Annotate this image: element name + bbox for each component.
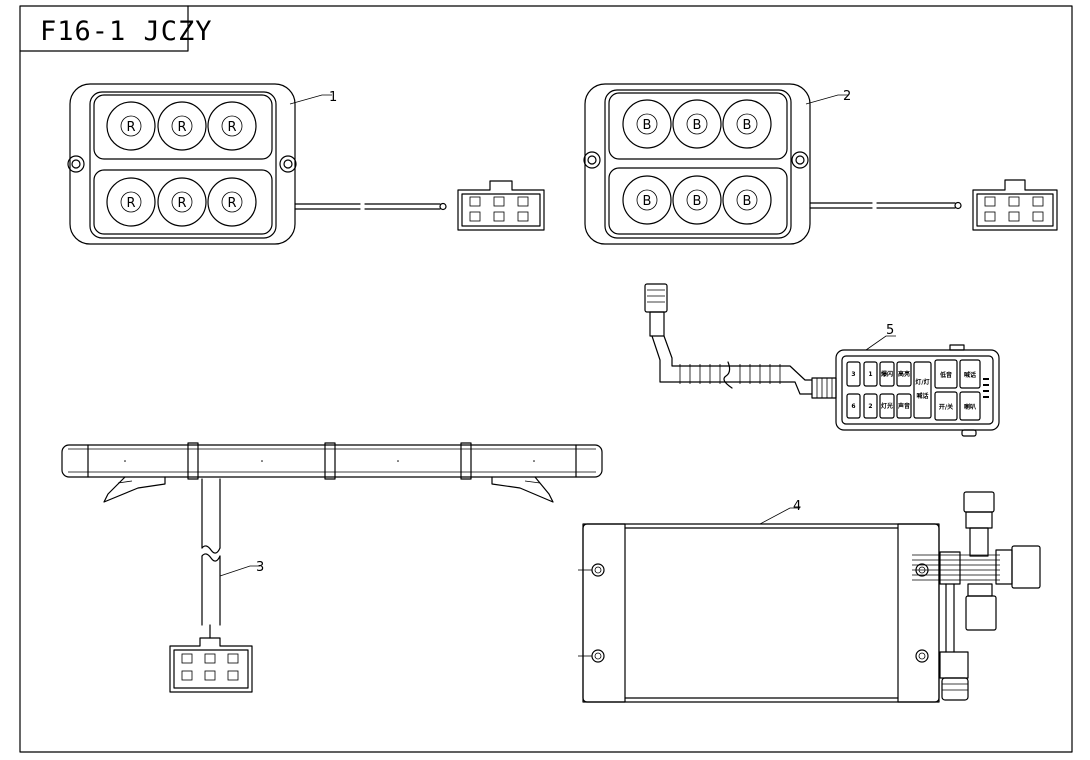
key-label: 喇叭 <box>964 403 976 411</box>
key-label: 喊话 <box>916 392 928 400</box>
callout-3: 3 <box>256 560 264 575</box>
lens-label: B <box>743 118 752 133</box>
part-1-light-head: R R R R R R 1 <box>67 83 545 245</box>
lens-label: R <box>126 120 135 135</box>
lens-label: R <box>126 196 135 211</box>
key-label: 2 <box>868 403 872 410</box>
key-label: 灯/灯 <box>915 378 929 386</box>
part-5-controller: 3 1 爆闪 高亮 低音 喊话 6 2 灯光 声音 开/关 喇叭 灯/灯 喊话 … <box>644 283 1000 437</box>
part-4-amplifier: 4 <box>578 491 1041 703</box>
key-label: 1 <box>868 371 872 378</box>
callout-2: 2 <box>843 89 851 104</box>
lens-label: B <box>693 194 702 209</box>
lens-label: R <box>227 196 236 211</box>
key-label: 6 <box>851 403 855 410</box>
lens-label: B <box>693 118 702 133</box>
title-text: F16-1 JCZY <box>40 16 213 47</box>
callout-1: 1 <box>329 90 337 105</box>
key-label: 灯光 <box>881 402 893 410</box>
key-label: 3 <box>851 371 855 378</box>
lens-label: B <box>643 194 652 209</box>
key-label: 爆闪 <box>881 370 893 378</box>
lens-label: R <box>177 120 186 135</box>
key-label: 低音 <box>939 371 952 379</box>
lens-label: R <box>177 196 186 211</box>
callout-5: 5 <box>886 323 894 338</box>
key-label: 声音 <box>897 402 910 410</box>
callout-4: 4 <box>793 499 801 514</box>
key-label: 高亮 <box>898 370 910 378</box>
part-3-light-bar: 3 <box>61 442 603 693</box>
lens-label: B <box>643 118 652 133</box>
title-block: F16-1 JCZY <box>19 5 213 52</box>
part-2-light-head: B B B B B B 2 <box>583 83 1058 245</box>
lens-label: B <box>743 194 752 209</box>
key-label: 开/关 <box>939 403 953 411</box>
lens-label: R <box>227 120 236 135</box>
key-label: 喊话 <box>964 371 976 379</box>
sheet-border <box>19 5 1073 753</box>
